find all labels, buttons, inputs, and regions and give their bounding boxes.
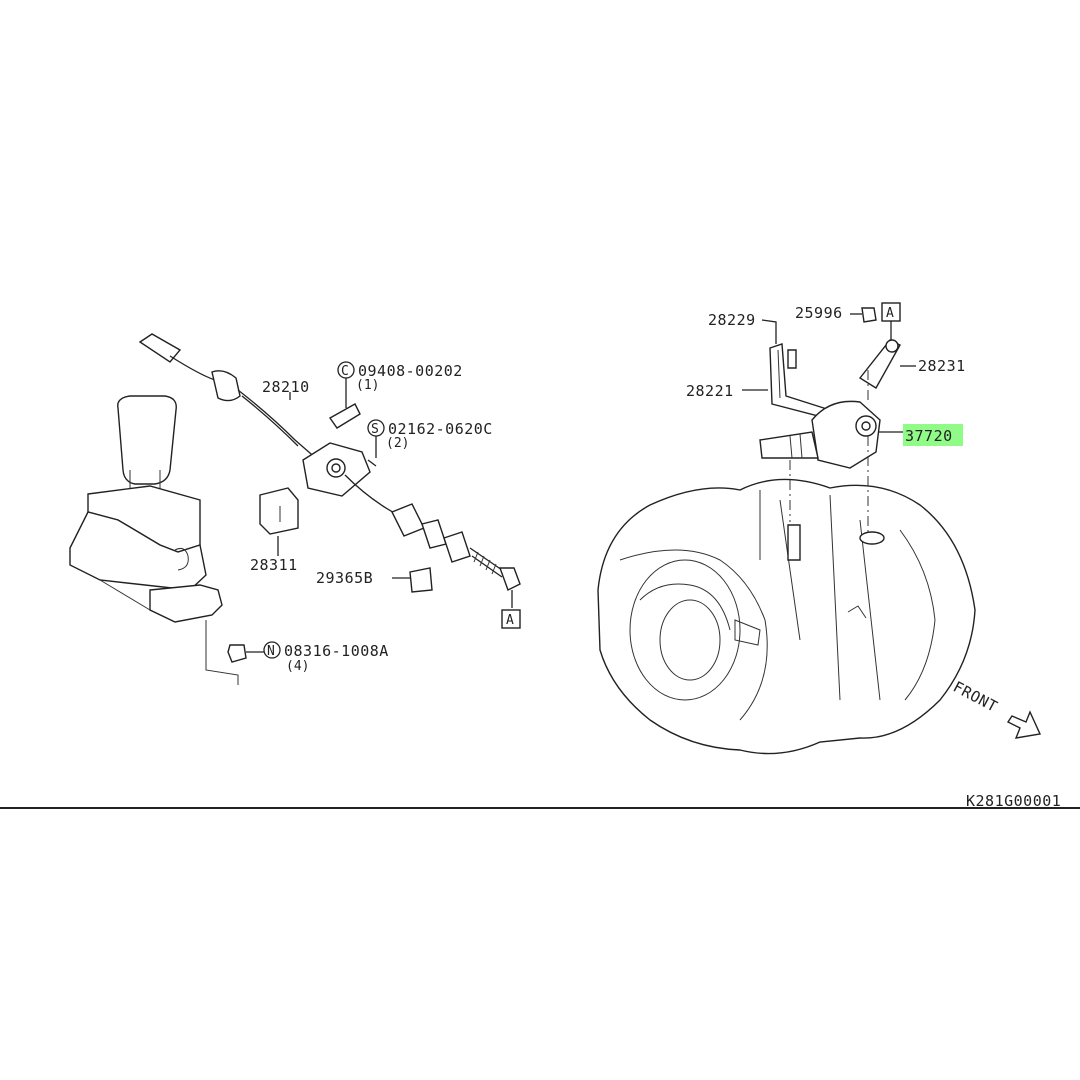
part-label-08316-1008a: 08316-1008A <box>284 642 389 660</box>
part-label-28231: 28231 <box>918 357 966 375</box>
ref-marker-a-lever: A <box>886 306 894 321</box>
prefix-n: N <box>267 644 275 659</box>
part-label-37720: 37720 <box>905 427 953 445</box>
qty-09408: (1) <box>356 378 379 393</box>
front-label: FRONT <box>950 678 1001 716</box>
part-label-25996: 25996 <box>795 304 843 322</box>
shift-lever-assembly <box>69 395 247 685</box>
qty-02162: (2) <box>386 436 409 451</box>
part-label-28221: 28221 <box>686 382 734 400</box>
part-label-29365b: 29365B <box>316 569 373 587</box>
prefix-s: S <box>371 422 379 437</box>
transmission-case <box>597 478 976 755</box>
part-label-02162-0620c: 02162-0620C <box>388 420 493 438</box>
left-callouts: 28210 C 09408-00202 (1) S 02162-0620C (2… <box>246 361 521 674</box>
qty-08316: (4) <box>286 659 309 674</box>
front-arrow-icon <box>1006 710 1042 739</box>
part-label-28229: 28229 <box>708 311 756 329</box>
diagram-code: K281G00001 <box>966 792 1061 810</box>
part-label-09408-00202: 09408-00202 <box>358 362 463 380</box>
position-switch-assembly <box>759 307 901 535</box>
prefix-c: C <box>341 364 349 379</box>
highlight-37720 <box>903 424 963 446</box>
part-label-28210: 28210 <box>262 378 310 396</box>
control-cable <box>138 333 521 593</box>
ref-marker-a-cable: A <box>506 613 514 628</box>
part-label-28311: 28311 <box>250 556 298 574</box>
